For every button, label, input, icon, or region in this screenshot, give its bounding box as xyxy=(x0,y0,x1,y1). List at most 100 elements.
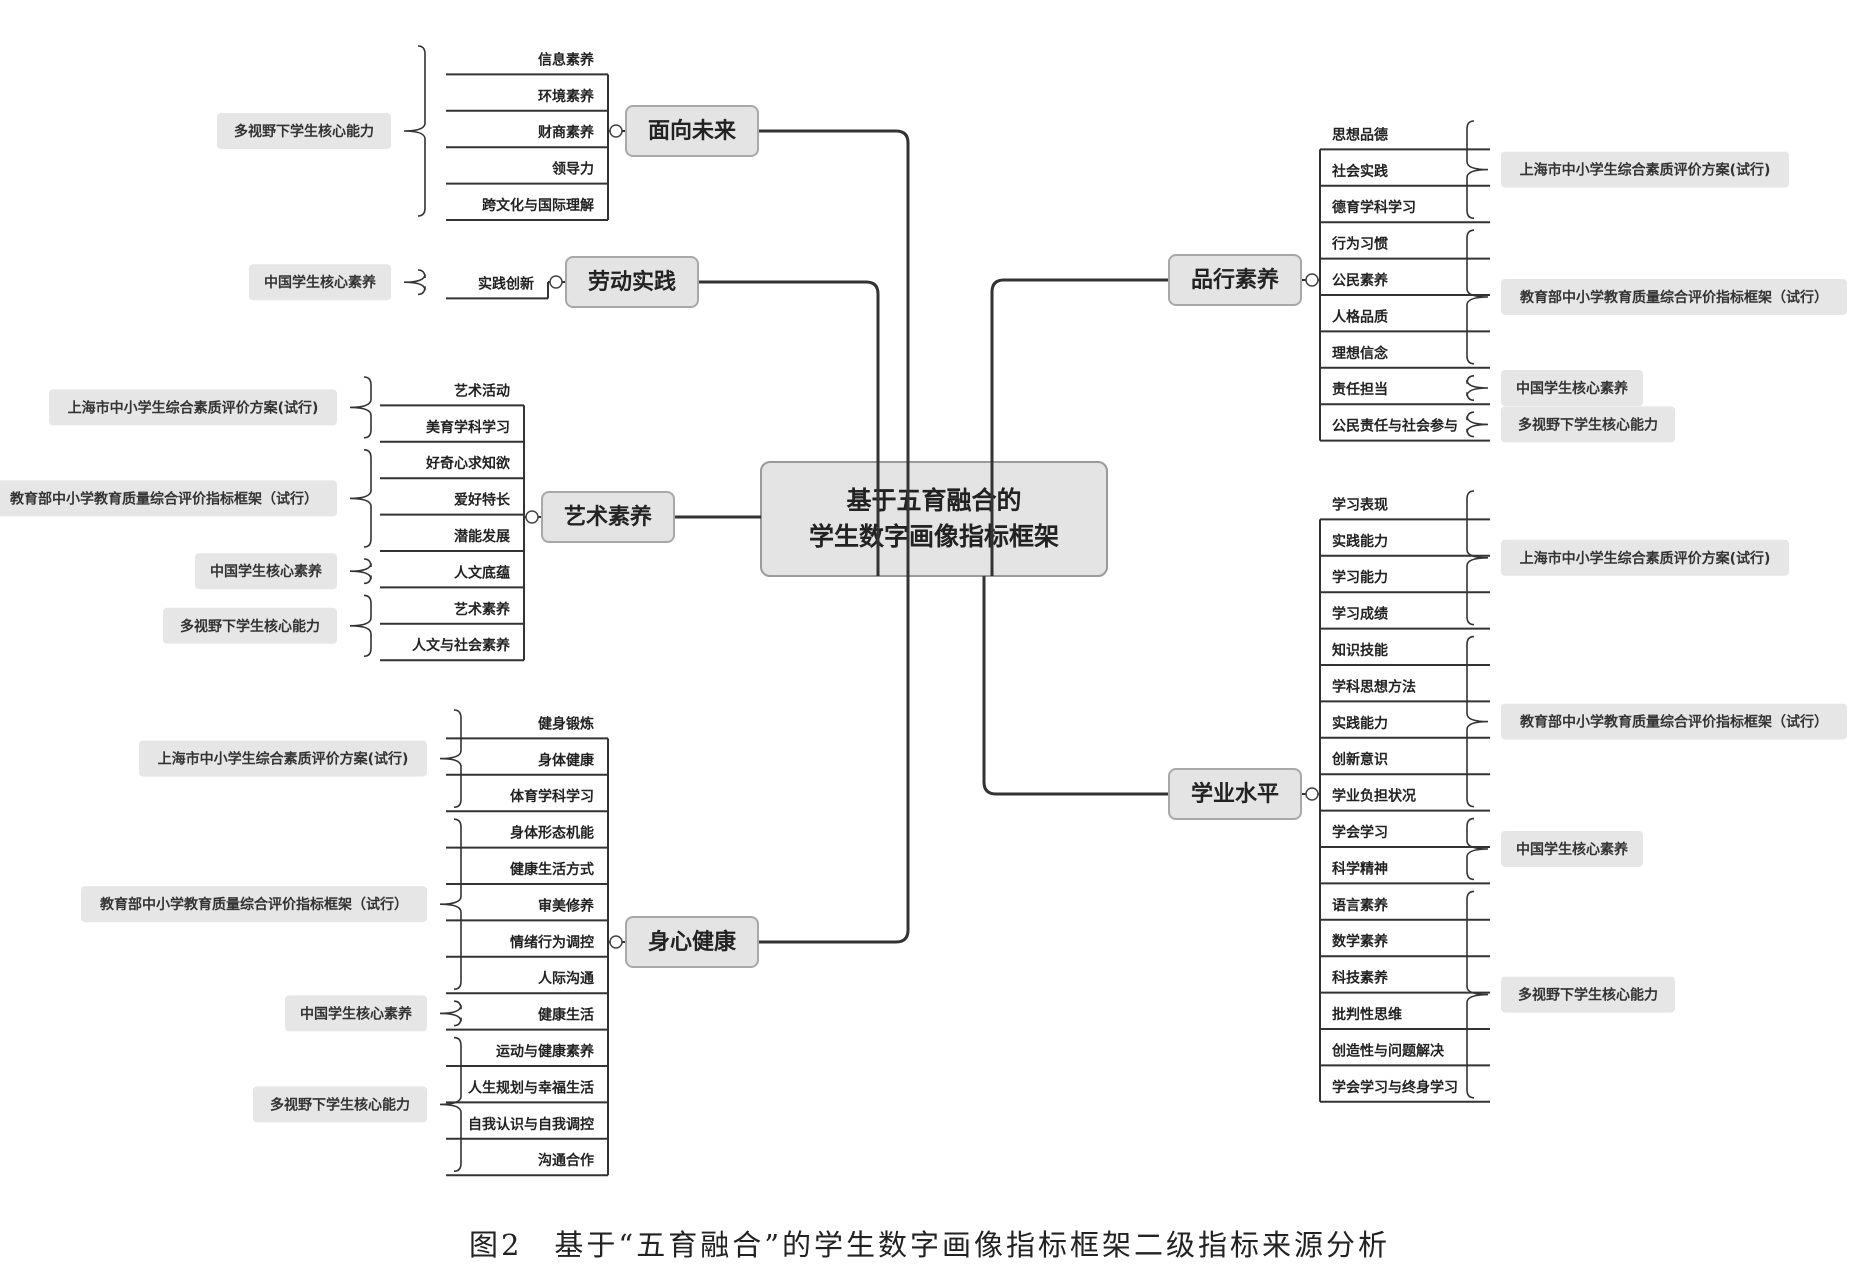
collapse-icon xyxy=(1305,787,1319,801)
branch-health: 身心健康健身锻炼身体健康体育学科学习身体形态机能健康生活方式审美修养情绪行为调控… xyxy=(81,576,910,1177)
item-label: 审美修养 xyxy=(538,897,595,914)
item-label: 科学精神 xyxy=(1332,860,1388,877)
source-box xyxy=(253,1086,427,1123)
item-label: 语言素养 xyxy=(1332,897,1389,914)
source-label: 教育部中小学教育质量综合评价指标框架（试行） xyxy=(100,896,408,913)
source-label: 多视野下学生核心能力 xyxy=(1518,987,1658,1004)
collapse-icon xyxy=(1305,273,1319,287)
source-box xyxy=(249,264,391,301)
item-label: 艺术素养 xyxy=(454,601,511,618)
item-label: 情绪行为调控 xyxy=(510,934,594,951)
source-group: 中国学生核心素养 xyxy=(285,995,462,1032)
source-brace xyxy=(403,45,426,217)
item-label: 自我认识与自我调控 xyxy=(468,1116,594,1133)
item-label: 人生规划与幸福生活 xyxy=(468,1079,594,1096)
branch-labor: 劳动实践 实践创新 中国学生核心素养 xyxy=(249,256,880,576)
item-label: 信息素养 xyxy=(538,51,595,68)
item-label: 创造性与问题解决 xyxy=(1331,1042,1445,1059)
source-brace xyxy=(1466,120,1489,219)
source-brace xyxy=(349,449,372,548)
collapse-icon xyxy=(609,935,623,949)
source-label: 中国学生核心素养 xyxy=(300,1005,413,1022)
source-box xyxy=(1501,279,1847,315)
source-brace xyxy=(439,709,462,808)
source-group: 中国学生核心素养 xyxy=(249,264,426,301)
item-label: 公民责任与社会参与 xyxy=(1332,418,1458,435)
source-box xyxy=(1501,151,1789,188)
source-box xyxy=(139,740,427,777)
item-label: 财商素养 xyxy=(537,124,595,141)
item-label: 责任担当 xyxy=(1332,381,1388,398)
source-box xyxy=(1501,370,1643,406)
source-group: 多视野下学生核心能力 xyxy=(163,594,372,657)
collapse-icon xyxy=(549,275,563,289)
root-title-line: 学生数字画像指标框架 xyxy=(809,522,1059,551)
item-label: 健康生活方式 xyxy=(510,861,594,878)
connector-future xyxy=(758,129,910,576)
item-label: 数学素养 xyxy=(1332,933,1389,950)
source-label: 中国学生核心素养 xyxy=(1516,380,1629,397)
source-group: 中国学生核心素养 xyxy=(1466,370,1643,406)
source-group: 中国学生核心素养 xyxy=(1466,817,1643,881)
connector-labor xyxy=(698,280,880,576)
item-label: 理想信念 xyxy=(1332,345,1389,362)
source-label: 教育部中小学教育质量综合评价指标框架（试行） xyxy=(10,490,318,507)
source-brace xyxy=(403,269,426,296)
item-label: 实践创新 xyxy=(478,275,534,292)
item-label: 社会实践 xyxy=(1331,163,1388,180)
source-label: 教育部中小学教育质量综合评价指标框架（试行） xyxy=(1520,714,1828,731)
source-label: 中国学生核心素养 xyxy=(1516,841,1629,858)
item-label: 体育学科学习 xyxy=(510,788,594,805)
item-label: 沟通合作 xyxy=(538,1152,594,1169)
figure-caption: 图2 基于“五育融合”的学生数字画像指标框架二级指标来源分析 xyxy=(468,1228,1391,1262)
item-label: 学会学习与终身学习 xyxy=(1332,1079,1458,1096)
source-brace xyxy=(1466,375,1489,401)
collapse-icon xyxy=(525,510,539,524)
root-title-line: 基于五育融合的 xyxy=(846,486,1021,515)
source-box xyxy=(195,553,337,590)
source-group: 教育部中小学教育质量综合评价指标框架（试行） xyxy=(1466,229,1847,365)
source-box xyxy=(0,480,337,517)
source-label: 多视野下学生核心能力 xyxy=(270,1096,410,1113)
item-label: 领导力 xyxy=(552,161,594,178)
item-label: 健身锻炼 xyxy=(538,715,594,732)
category-box-labor xyxy=(565,256,699,308)
category-box-health xyxy=(625,916,759,968)
source-group: 上海市中小学生综合素质评价方案(试行) xyxy=(139,709,462,808)
source-group: 教育部中小学教育质量综合评价指标框架（试行） xyxy=(0,449,372,548)
connector-academic xyxy=(982,576,1169,796)
source-group: 多视野下学生核心能力 xyxy=(253,1036,462,1172)
item-label: 学习能力 xyxy=(1332,569,1388,586)
source-label: 上海市中小学生综合素质评价方案(试行) xyxy=(1520,550,1771,567)
source-brace xyxy=(1466,890,1489,1099)
root-box xyxy=(760,461,1108,577)
source-brace xyxy=(349,558,372,585)
item-label: 学科思想方法 xyxy=(1332,678,1416,695)
source-box xyxy=(217,113,391,149)
item-label: 爱好特长 xyxy=(454,492,511,509)
item-label: 思想品德 xyxy=(1332,126,1388,143)
item-label: 运动与健康素养 xyxy=(496,1043,595,1060)
source-brace xyxy=(439,1036,462,1172)
source-box xyxy=(1501,406,1675,443)
item-label: 实践能力 xyxy=(1332,533,1388,550)
source-box xyxy=(81,886,427,923)
item-label: 批判性思维 xyxy=(1332,1006,1402,1023)
item-label: 学会学习 xyxy=(1332,824,1388,841)
item-label: 德育学科学习 xyxy=(1332,199,1416,216)
source-group: 上海市中小学生综合素质评价方案(试行) xyxy=(1466,120,1789,219)
item-label: 人际沟通 xyxy=(538,970,594,987)
source-label: 中国学生核心素养 xyxy=(210,563,323,580)
item-label: 人格品质 xyxy=(1332,308,1388,325)
source-group: 多视野下学生核心能力 xyxy=(1466,890,1675,1099)
source-box xyxy=(1501,539,1789,576)
item-label: 身体形态机能 xyxy=(510,825,594,842)
source-group: 上海市中小学生综合素质评价方案(试行) xyxy=(1466,490,1789,626)
category-label-labor: 劳动实践 xyxy=(588,269,676,295)
item-label: 艺术活动 xyxy=(454,382,510,399)
category-box-moral xyxy=(1168,254,1302,306)
item-label: 创新意识 xyxy=(1331,751,1388,768)
